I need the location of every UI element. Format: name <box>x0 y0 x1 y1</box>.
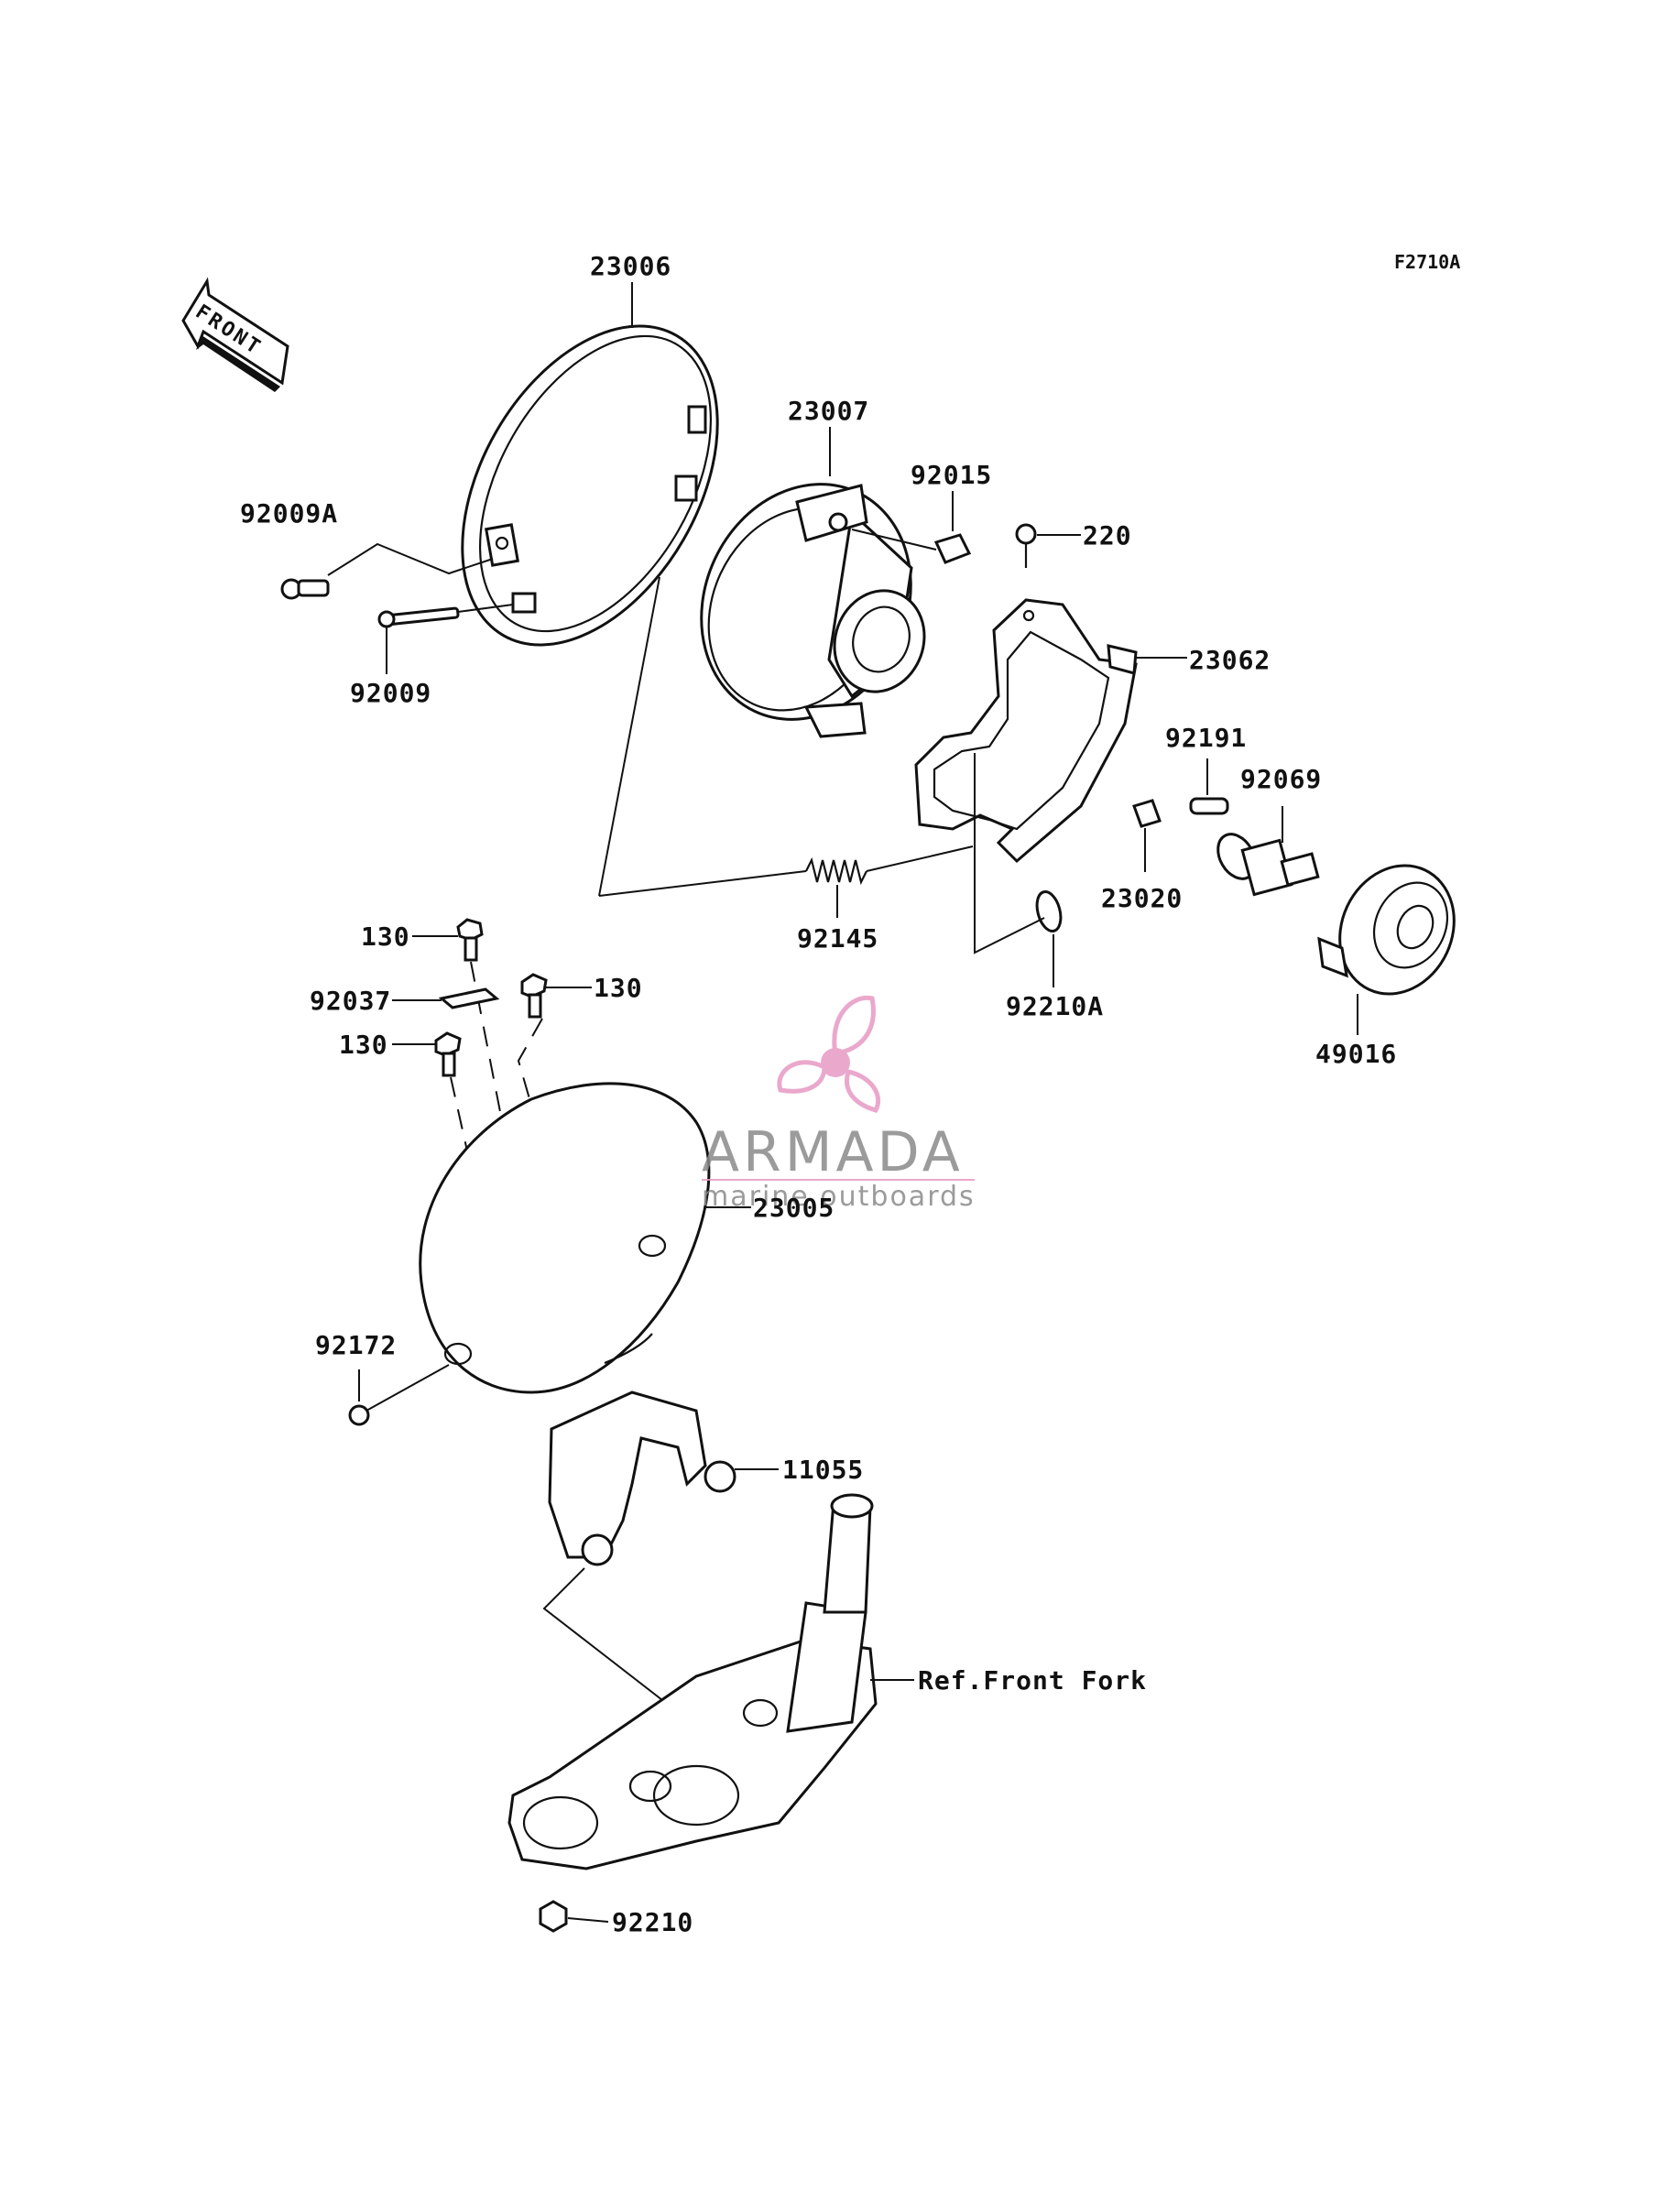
label-92009: 92009 <box>350 678 431 708</box>
mounting-bracket <box>914 598 1187 864</box>
headlight-unit <box>700 483 926 738</box>
label-49016: 49016 <box>1315 1039 1397 1069</box>
label-92009A: 92009A <box>240 498 338 529</box>
screw-92009A <box>280 542 494 600</box>
front-fork-clamp <box>507 1493 914 1870</box>
label-92015: 92015 <box>911 460 992 490</box>
label-23062: 23062 <box>1189 645 1271 675</box>
screw-92172 <box>348 1364 450 1426</box>
dust-cover-49016 <box>1317 864 1456 1035</box>
label-92210A: 92210A <box>1006 991 1104 1021</box>
figure-code: F2710A <box>1394 251 1460 273</box>
label-130-lower: 130 <box>339 1030 388 1060</box>
watermark-logo: ARMADA marine outboards <box>702 995 976 1213</box>
label-92210: 92210 <box>612 1907 693 1937</box>
pin-92191 <box>1189 758 1229 815</box>
headlight-rim <box>461 324 719 647</box>
label-92069: 92069 <box>1240 764 1322 794</box>
clamp-92037 <box>392 987 500 1009</box>
nut-92210A <box>974 753 1063 987</box>
clip-23020 <box>1132 799 1162 872</box>
bulb-92069 <box>1216 806 1320 897</box>
nut-92015 <box>851 529 972 564</box>
label-92145: 92145 <box>797 923 878 954</box>
propeller-icon <box>777 995 881 1113</box>
spring-92145 <box>598 576 974 918</box>
label-11055: 11055 <box>782 1455 864 1485</box>
nut-92210 <box>539 1900 609 1933</box>
watermark-subtitle: marine outboards <box>702 1181 976 1213</box>
label-92191: 92191 <box>1165 723 1247 753</box>
screw-92009 <box>377 604 514 674</box>
label-92172: 92172 <box>315 1330 397 1360</box>
label-23007: 23007 <box>788 396 869 426</box>
front-arrow-icon: FRONT <box>181 277 289 392</box>
stay-bracket-11055 <box>542 1391 779 1723</box>
screw-220 <box>1015 523 1081 568</box>
bolt-130-right <box>517 973 607 1366</box>
label-92037: 92037 <box>310 986 391 1016</box>
label-ref-front-fork: Ref.Front Fork <box>918 1665 1147 1696</box>
watermark-title: ARMADA <box>702 1120 964 1184</box>
label-130-right: 130 <box>594 973 643 1003</box>
label-23005: 23005 <box>753 1193 835 1223</box>
label-23020: 23020 <box>1101 883 1183 913</box>
label-23006: 23006 <box>590 251 671 281</box>
label-130-upper: 130 <box>361 922 410 952</box>
label-220: 220 <box>1083 520 1132 551</box>
